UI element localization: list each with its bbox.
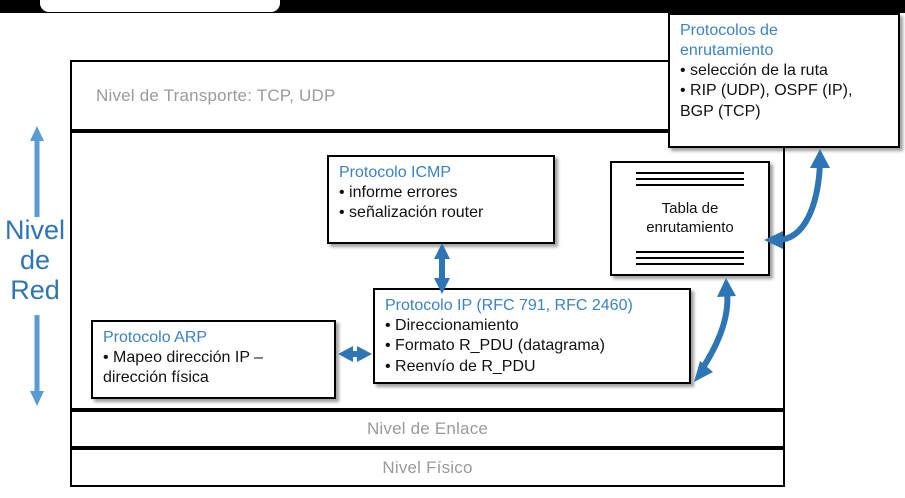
layer-link: Nivel de Enlace (70, 410, 785, 448)
side-label-line-2: de (19, 245, 51, 276)
routing-protocols-title-line-1: Protocolos de (680, 22, 778, 39)
network-layer-side-label: Nivel de Red (0, 215, 70, 306)
routing-protocols-title-line-2: enrutamiento (680, 42, 774, 59)
routing-protocols-bullet-2: • RIP (UDP), OSPF (IP), (680, 82, 853, 100)
up-arrow-icon (30, 126, 44, 217)
icmp-title: Protocolo ICMP (339, 164, 452, 181)
routing-protocols-bullet-2-cont: BGP (TCP) (680, 102, 761, 120)
routing-table-title: Tabla de enrutamiento (646, 200, 734, 237)
side-label-line-3: Red (10, 275, 60, 306)
doc-top-lines (636, 172, 744, 186)
layer-link-label: Nivel de Enlace (366, 419, 489, 438)
callout-icmp[interactable]: Protocolo ICMP • informe errores • señal… (327, 155, 555, 244)
routing-protocols-bullet-1: • selección de la ruta (680, 62, 828, 79)
layer-transport: Nivel de Transporte: TCP, UDP (70, 60, 785, 131)
ip-title: Protocolo IP (RFC 791, RFC 2460) (385, 297, 633, 314)
top-black-strip (0, 0, 905, 13)
arp-bullet-1-cont: dirección física (103, 369, 209, 387)
callout-ip[interactable]: Protocolo IP (RFC 791, RFC 2460) • Direc… (373, 288, 691, 384)
ip-bullet-1: • Direccionamiento (385, 317, 519, 334)
top-rounded-notch (40, 0, 280, 12)
doc-bottom-lines (636, 251, 744, 265)
side-label-line-1: Nivel (4, 215, 65, 245)
icmp-bullet-1: • informe errores (339, 184, 458, 201)
ip-bullet-3: • Reenvío de R_PDU (385, 357, 536, 375)
callout-arp[interactable]: Protocolo ARP • Mapeo dirección IP – dir… (91, 320, 336, 399)
down-arrow-icon (30, 315, 44, 406)
arp-bullet-1: • Mapeo dirección IP – (103, 349, 264, 366)
arp-title: Protocolo ARP (103, 329, 208, 346)
layer-physical-label: Nivel Físico (382, 457, 473, 477)
layer-transport-label: Nivel de Transporte: TCP, UDP (96, 85, 336, 105)
icmp-bullet-2: • señalización router (339, 204, 484, 222)
layer-physical: Nivel Físico (70, 448, 785, 487)
routing-table-line-1: Tabla de (661, 200, 719, 218)
callout-routing-protocols[interactable]: Protocolos de enrutamiento • selección d… (668, 13, 900, 148)
routing-table-line-2: enrutamiento (646, 218, 734, 236)
routing-table-document[interactable]: Tabla de enrutamiento (610, 161, 770, 276)
ip-bullet-2: • Formato R_PDU (datagrama) (385, 337, 605, 355)
